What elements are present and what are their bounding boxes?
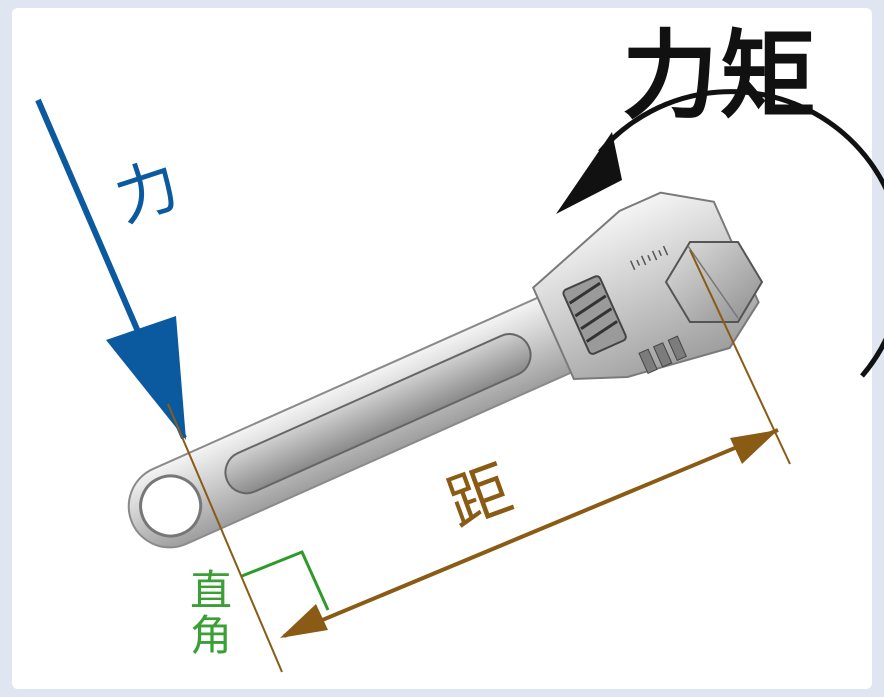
force-line-extension <box>167 403 283 673</box>
distance-arrow <box>280 249 791 638</box>
hex-nut-icon <box>664 241 764 323</box>
wrench-icon <box>127 191 760 549</box>
right-angle-label: 直角 <box>190 566 233 661</box>
force-arrow <box>35 98 187 440</box>
torque-label: 力矩 <box>622 20 818 132</box>
torque-arrow <box>556 89 884 378</box>
right-angle-mark <box>241 550 330 611</box>
worm-gear <box>562 275 627 355</box>
